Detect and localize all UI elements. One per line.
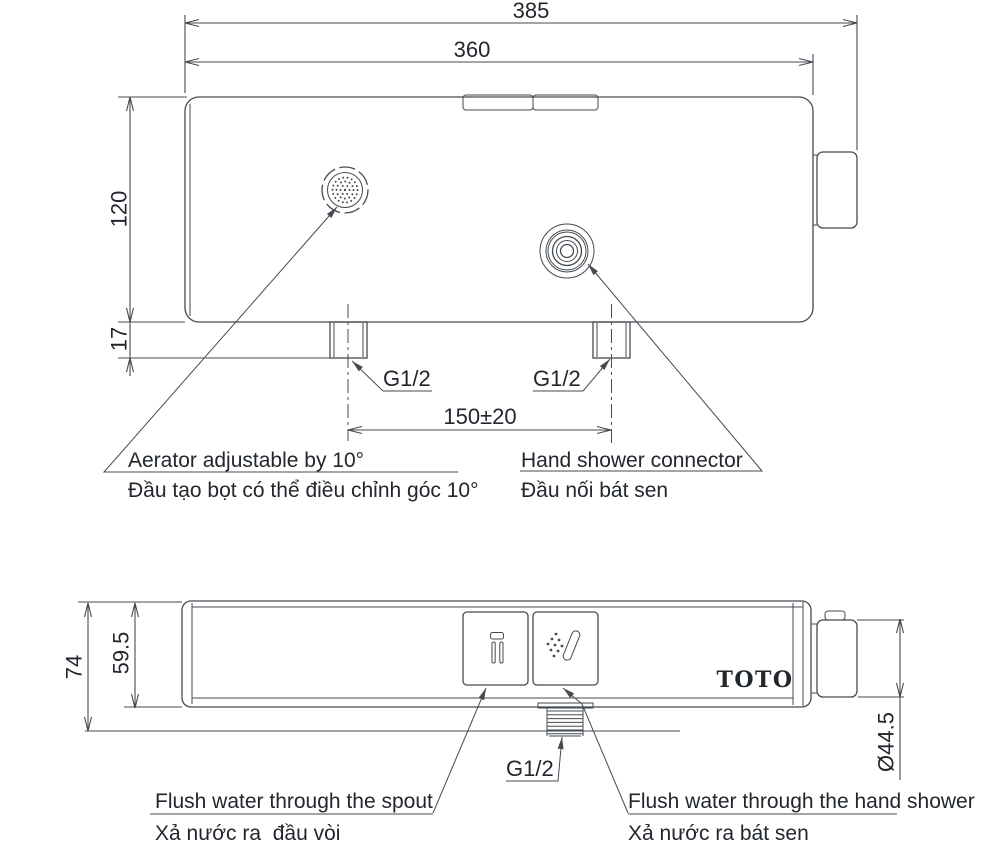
- top-view-body-outline: [184, 96, 814, 323]
- dim-150-20-text: 150±20: [443, 404, 516, 429]
- dim-44-5: Ø44.5: [857, 618, 905, 780]
- dim-59-5-text: 59.5: [109, 632, 134, 675]
- annotation-hand-shower-connector: Hand shower connector Đầu nối bát sen: [520, 263, 764, 502]
- label-g12-left-top-view: G1/2: [351, 360, 432, 392]
- g12-right-text: G1/2: [533, 366, 581, 391]
- brand-logo: TOTO: [716, 667, 793, 693]
- dim-360-text: 360: [454, 37, 491, 62]
- hand-shower-annotation-vi: Đầu nối bát sen: [521, 479, 668, 502]
- top-view-clip-plates: [462, 94, 599, 111]
- front-view-body-inner-lines: [191, 602, 804, 706]
- aerator-annotation-vi: Đầu tạo bọt có thể điều chỉnh góc 10°: [128, 479, 478, 502]
- top-view-supply-connectors: [329, 304, 631, 444]
- aerator-annotation-en: Aerator adjustable by 10°: [128, 449, 364, 472]
- hand-shower-front-annotation-en: Flush water through the hand shower: [628, 790, 975, 813]
- spout-icon: [490, 632, 504, 664]
- dim-385-text: 385: [513, 0, 550, 23]
- top-view-aerator: [321, 166, 369, 214]
- g12-front-text: G1/2: [506, 756, 554, 781]
- dim-120-text: 120: [107, 191, 132, 228]
- label-g12-right-top-view: G1/2: [533, 358, 611, 392]
- knob-top-button[interactable]: [824, 610, 846, 621]
- dim-17-text: 17: [107, 327, 132, 351]
- top-view: 385 360 120 17 150±20: [102, 0, 858, 502]
- g12-left-text: G1/2: [383, 366, 431, 391]
- dim-360: 360: [184, 37, 814, 95]
- dim-44-5-text: Ø44.5: [874, 712, 899, 772]
- top-view-hand-shower-connector: [539, 223, 595, 279]
- dim-17: 17: [107, 322, 332, 376]
- dim-120: 120: [107, 96, 187, 323]
- dim-74-text: 74: [62, 655, 87, 679]
- annotation-aerator: Aerator adjustable by 10° Đầu tạo bọt có…: [102, 206, 478, 502]
- dim-59-5: 59.5: [109, 602, 140, 709]
- spout-annotation-vi: Xả nước ra đầu vòi: [155, 822, 340, 842]
- top-view-knob: [813, 151, 858, 229]
- dim-150-20: 150±20: [347, 404, 612, 435]
- dim-74: 74: [62, 601, 182, 732]
- spout-button[interactable]: [462, 611, 529, 686]
- annotation-hand-shower-front: Flush water through the hand shower Xả n…: [562, 687, 975, 842]
- hand-shower-icon: [546, 630, 581, 661]
- hand-shower-annotation-en: Hand shower connector: [521, 449, 743, 472]
- annotation-spout: Flush water through the spout Xả nước ra…: [150, 687, 487, 842]
- hand-shower-button[interactable]: [532, 611, 599, 686]
- front-view-body-outline: [181, 600, 812, 708]
- front-view: TOTO 74 59.5: [62, 600, 975, 842]
- label-g12-front: G1/2: [506, 736, 564, 782]
- front-view-knob[interactable]: [811, 610, 858, 698]
- front-view-threaded-outlet: [537, 702, 594, 737]
- spout-annotation-en: Flush water through the spout: [155, 790, 433, 813]
- dim-385: 385: [184, 0, 858, 150]
- hand-shower-front-annotation-vi: Xả nước ra bát sen: [628, 822, 809, 842]
